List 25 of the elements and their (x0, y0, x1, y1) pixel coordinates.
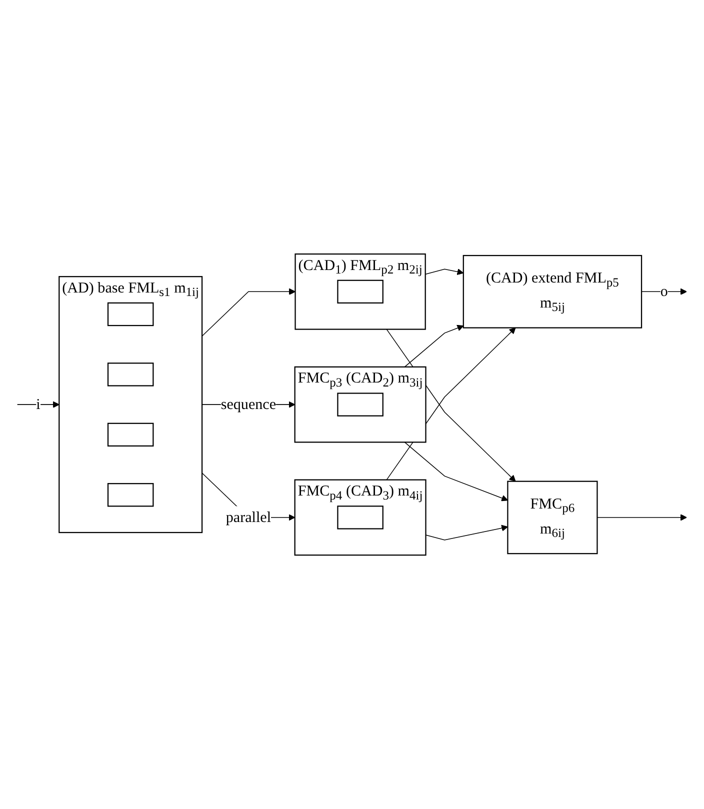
node-box (107, 302, 154, 326)
edge-label: parallel (226, 509, 272, 526)
arrow (202, 288, 296, 336)
node-box: FMC$_{p6}$ m$_{6ij}$ (507, 480, 598, 554)
node-box: (CAD) extend FML$_{p5}$ m$_{5ij}$ (462, 254, 642, 328)
cluster: FMC$_{p4}$ (CAD$_{3}$) m$_{4ij}$ (294, 479, 426, 556)
node-box (337, 392, 384, 416)
arrow (424, 268, 464, 275)
arrow (16, 401, 60, 408)
node-box (107, 482, 154, 507)
edge-label: sequence (220, 396, 276, 413)
cluster: (CAD$_{1}$) FML$_{p2}$ m$_{2ij}$ (294, 253, 426, 330)
edge-label: i (36, 396, 40, 413)
node-box (107, 362, 154, 386)
arrow (404, 442, 508, 502)
cluster: (AD) base FML$_{s1}$ m$_{1ij}$ (58, 276, 203, 534)
node-box (337, 506, 384, 530)
arrow (596, 514, 687, 521)
edge-label: o (660, 283, 668, 300)
arrow (641, 288, 687, 295)
arrow (404, 324, 464, 368)
arrow (425, 524, 508, 540)
cluster: FMC$_{p3}$ (CAD$_{2}$) m$_{3ij}$ (294, 366, 426, 443)
node-box (107, 422, 154, 446)
node-box (337, 280, 384, 304)
